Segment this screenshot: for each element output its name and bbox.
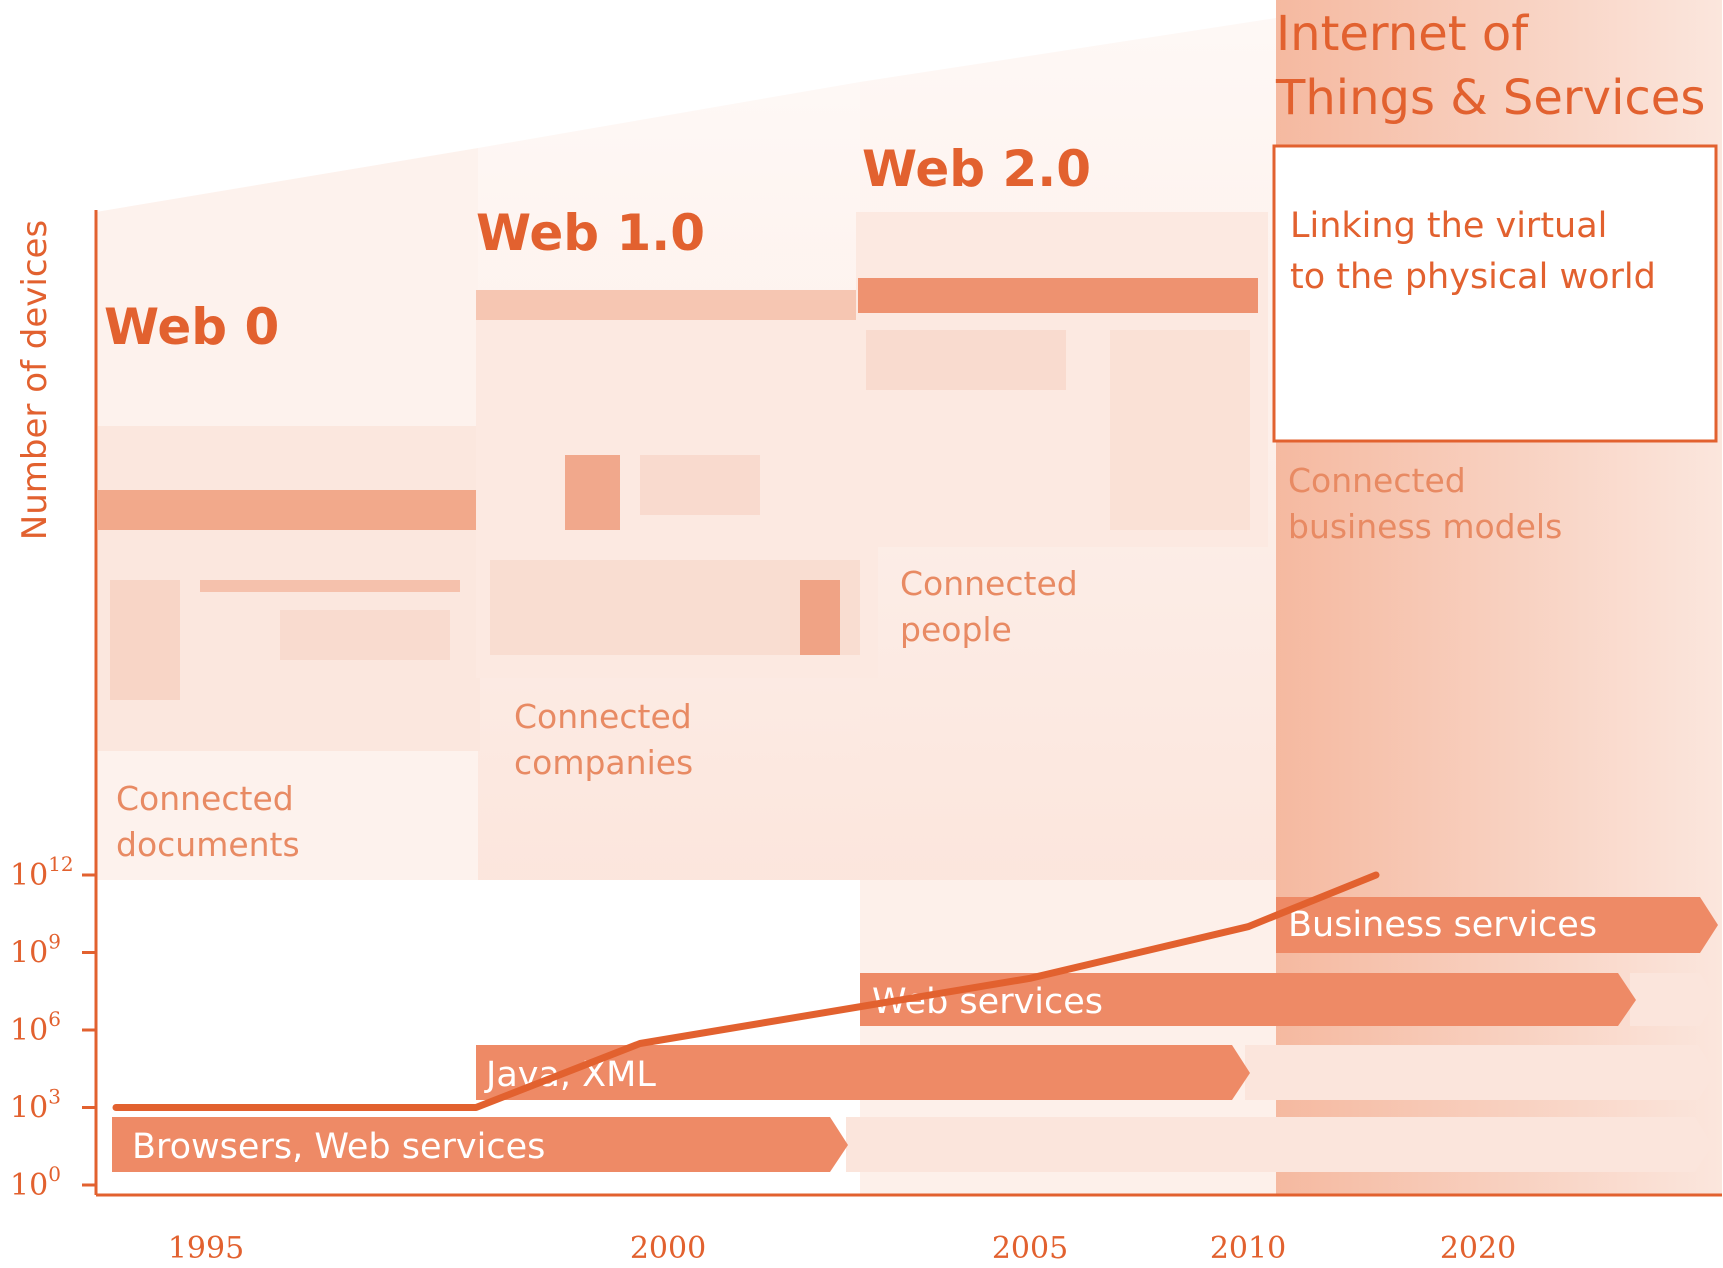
website-screenshot-web0: [98, 426, 480, 751]
y-tick-label: 106: [10, 1007, 61, 1048]
x-tick-label: 2020: [1440, 1231, 1516, 1266]
era-sub-iot-line1: Connected: [1288, 461, 1466, 500]
era-sub-web0-line1: Connected: [116, 779, 294, 818]
era-title-iot-line2: Things & Services: [1275, 70, 1705, 126]
iot-highlight-box: [1272, 144, 1718, 443]
era-title-iot-line1: Internet of: [1276, 6, 1529, 62]
iot-box-line2: to the physical world: [1290, 257, 1656, 297]
x-tick-label: 1995: [168, 1231, 244, 1266]
y-tick-label: 103: [10, 1085, 61, 1126]
band-java-xml: [476, 1045, 1250, 1100]
era-sub-iot-line2: business models: [1288, 507, 1562, 546]
era-sub-web2-line2: people: [900, 610, 1012, 649]
website-screenshot-web1: [476, 290, 878, 678]
era-sub-web2-line1: Connected: [900, 564, 1078, 603]
band-label-java-xml: Java, XML: [484, 1055, 656, 1095]
era-title-web0: Web 0: [104, 298, 279, 356]
x-tick-label: 2000: [630, 1231, 706, 1266]
era-title-web1: Web 1.0: [476, 204, 705, 262]
era-sub-web1-line1: Connected: [514, 697, 692, 736]
band-web-services: [860, 973, 1636, 1026]
y-ticks: 100 103 106 109 1012: [10, 852, 96, 1203]
era-sub-web0-line2: documents: [116, 825, 300, 864]
x-tick-label: 2005: [992, 1231, 1068, 1266]
device-growth-line: [112, 871, 1380, 1111]
technology-bands: Browsers, Web services Java, XML Web ser…: [112, 897, 1718, 1172]
website-screenshot-web2: [856, 212, 1268, 547]
band-ghost-3: [1630, 973, 1716, 1026]
band-ghost-2: [1245, 1045, 1715, 1100]
band-label-browsers: Browsers, Web services: [132, 1127, 545, 1167]
y-tick-label: 109: [10, 930, 61, 971]
x-tick-label: 2010: [1210, 1231, 1286, 1266]
band-label-business-services: Business services: [1288, 905, 1597, 945]
band-ghost-1: [846, 1117, 1712, 1172]
band-business-services: [1276, 897, 1718, 953]
era-sub-web1-line2: companies: [514, 743, 693, 782]
band-browsers: [112, 1117, 848, 1172]
y-tick-label: 100: [10, 1162, 61, 1203]
iot-box-line1: Linking the virtual: [1290, 206, 1607, 246]
x-ticks: 1995 2000 2005 2010 2020: [168, 1231, 1516, 1266]
y-tick-label: 1012: [10, 852, 74, 893]
y-axis-label: Number of devices: [15, 220, 55, 540]
era-title-web2: Web 2.0: [862, 140, 1091, 198]
